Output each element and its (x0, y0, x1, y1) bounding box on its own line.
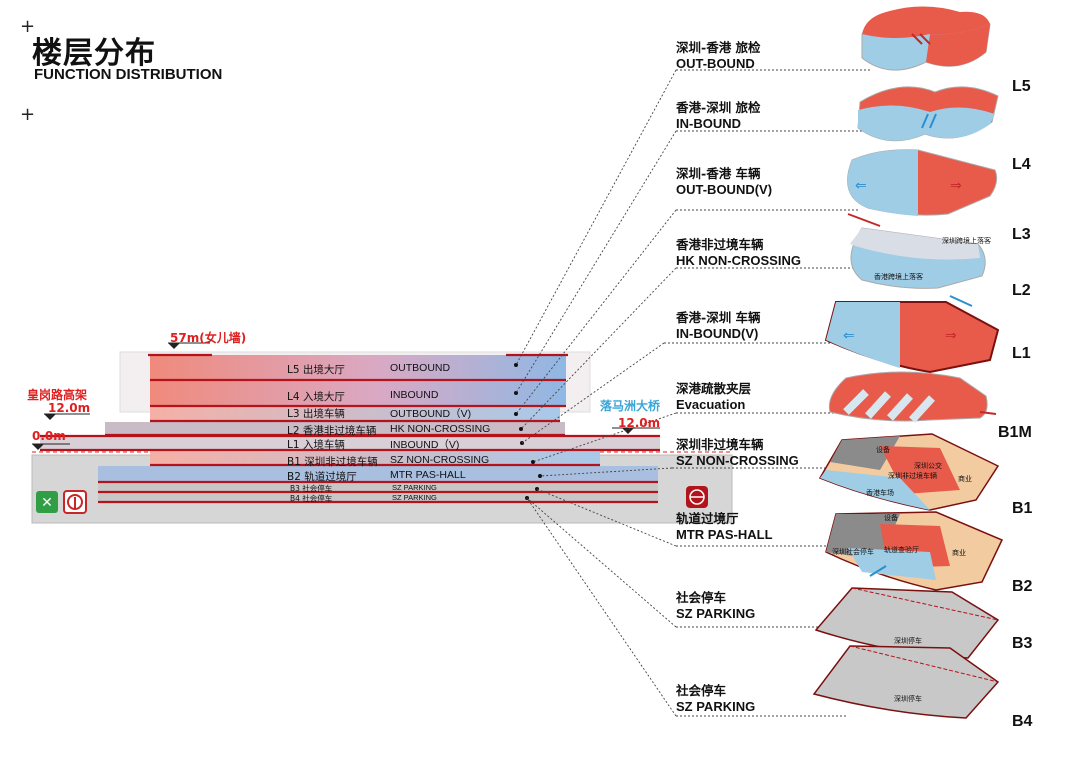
parapet-marker (168, 343, 180, 349)
floor-label-b4-en: SZ PARKING (392, 493, 437, 502)
floor-label-b1: B1 深圳非过境车辆 (287, 456, 378, 468)
floor-label-l5-en: OUTBOUND (390, 362, 451, 374)
level-label-l5: L5 (1012, 78, 1031, 95)
plan-label-b2-com: 商业 (952, 549, 966, 557)
crosshair-mark-bottom: + (20, 104, 36, 125)
railway-icon (63, 490, 87, 514)
floor-label-b2-en: MTR PAS-HALL (390, 469, 466, 481)
page-subtitle: FUNCTION DISTRIBUTION (34, 66, 223, 83)
floor-label-l1: L1 入境车辆 (287, 439, 345, 451)
level-label-l1: L1 (1012, 345, 1031, 362)
crosshair-mark-top: + (20, 16, 36, 37)
floor-label-b3-en: SZ PARKING (392, 483, 437, 492)
road-elev: 12.0m (48, 401, 91, 415)
floor-label-l2-en: HK NON-CROSSING (390, 423, 491, 435)
plan-label-b1-bus: 深圳公交 (914, 462, 942, 470)
floor-slab-b4 (98, 493, 658, 502)
floor-slab-b2 (98, 466, 658, 482)
level-label-b4: B4 (1012, 713, 1033, 730)
plan-label-b1-com: 商业 (958, 475, 972, 483)
floor-slab-l5 (150, 355, 566, 379)
plan-b1m (828, 371, 997, 423)
plan-l1: ⇐ ⇒ (824, 301, 1000, 374)
svg-text:✕: ✕ (41, 495, 53, 511)
svg-text:⇐: ⇐ (843, 328, 855, 344)
floor-label-l5: L5 出境大厅 (287, 364, 345, 376)
floor-label-l4: L4 入境大厅 (287, 391, 345, 403)
floor-slab-l4 (150, 381, 566, 405)
floor-label-l4-en: INBOUND (390, 389, 439, 401)
plan-b4 (812, 645, 1000, 719)
floor-label-b3: B3 社会停车 (290, 484, 333, 493)
road-marker (44, 414, 56, 420)
plan-label-b2-park: 深圳社会停车 (832, 548, 874, 556)
level-label-b1m: B1M (998, 424, 1032, 441)
ground-elev: 0.0m (32, 429, 66, 443)
level-label-l4: L4 (1012, 156, 1031, 173)
plan-label-b4-park: 深圳停车 (894, 695, 922, 703)
plan-l4: ⇐ ⇒ (847, 149, 998, 227)
bridge-label: 落马洲大桥 (600, 399, 661, 413)
floor-label-l1-en: INBOUND（V) (390, 439, 460, 451)
level-label-l2: L2 (1012, 282, 1031, 299)
plan-label-b2-equip: 设备 (884, 514, 898, 522)
floor-label-b1-en: SZ NON-CROSSING (390, 454, 490, 466)
floor-slab-l2 (105, 422, 565, 436)
floor-label-l3: L3 出境车辆 (287, 408, 345, 420)
page-title: 楼层分布 (32, 36, 156, 71)
level-label-l3: L3 (1012, 226, 1031, 243)
plan-label-b3-park: 深圳停车 (894, 637, 922, 645)
floor-slab-l1 (40, 436, 660, 450)
parapet-label: 57m(女儿墙) (170, 331, 247, 345)
plan-label-l2-hk: 香港跨境上落客 (874, 273, 923, 281)
level-label-b2: B2 (1012, 578, 1033, 595)
plan-label-b2-mtr: 轨道查验厅 (884, 546, 919, 554)
mtr-icon (686, 486, 708, 508)
floor-label-l3-en: OUTBOUND（V) (390, 408, 472, 420)
plan-label-b1-sz: 深圳非过境车辆 (888, 472, 937, 480)
plan-l3 (850, 227, 986, 307)
floor-slab-b1 (150, 451, 600, 465)
floor-slab-b3 (98, 483, 658, 492)
road-label: 皇岗路高架 (27, 388, 88, 402)
bridge-marker (622, 428, 634, 434)
svg-text:⇒: ⇒ (945, 328, 957, 344)
plan-label-b1-equip: 设备 (876, 446, 890, 454)
bridge-elev: 12.0m (618, 416, 661, 430)
plan-label-b1-hk: 香港车场 (866, 489, 894, 497)
plan-label-l2-sz: 深圳跨境上落客 (942, 237, 991, 245)
svg-text:⇐: ⇐ (855, 178, 867, 194)
floor-label-l2: L2 香港非过境车辆 (287, 425, 377, 437)
metro-icon: ✕ (36, 491, 58, 513)
svg-text:⇒: ⇒ (950, 178, 962, 194)
building-section (31, 342, 733, 524)
level-label-b1: B1 (1012, 500, 1033, 517)
plan-b1 (818, 433, 1000, 511)
plan-b2 (825, 511, 1004, 591)
floor-slab-l3 (150, 407, 560, 421)
floor-label-b4: B4 社会停车 (290, 494, 333, 503)
floor-label-b2: B2 轨道过境厅 (287, 471, 357, 483)
ground-marker (32, 444, 44, 450)
plan-l5-outbound (861, 6, 991, 71)
level-label-b3: B3 (1012, 635, 1033, 652)
plan-l5-inbound (857, 86, 999, 142)
